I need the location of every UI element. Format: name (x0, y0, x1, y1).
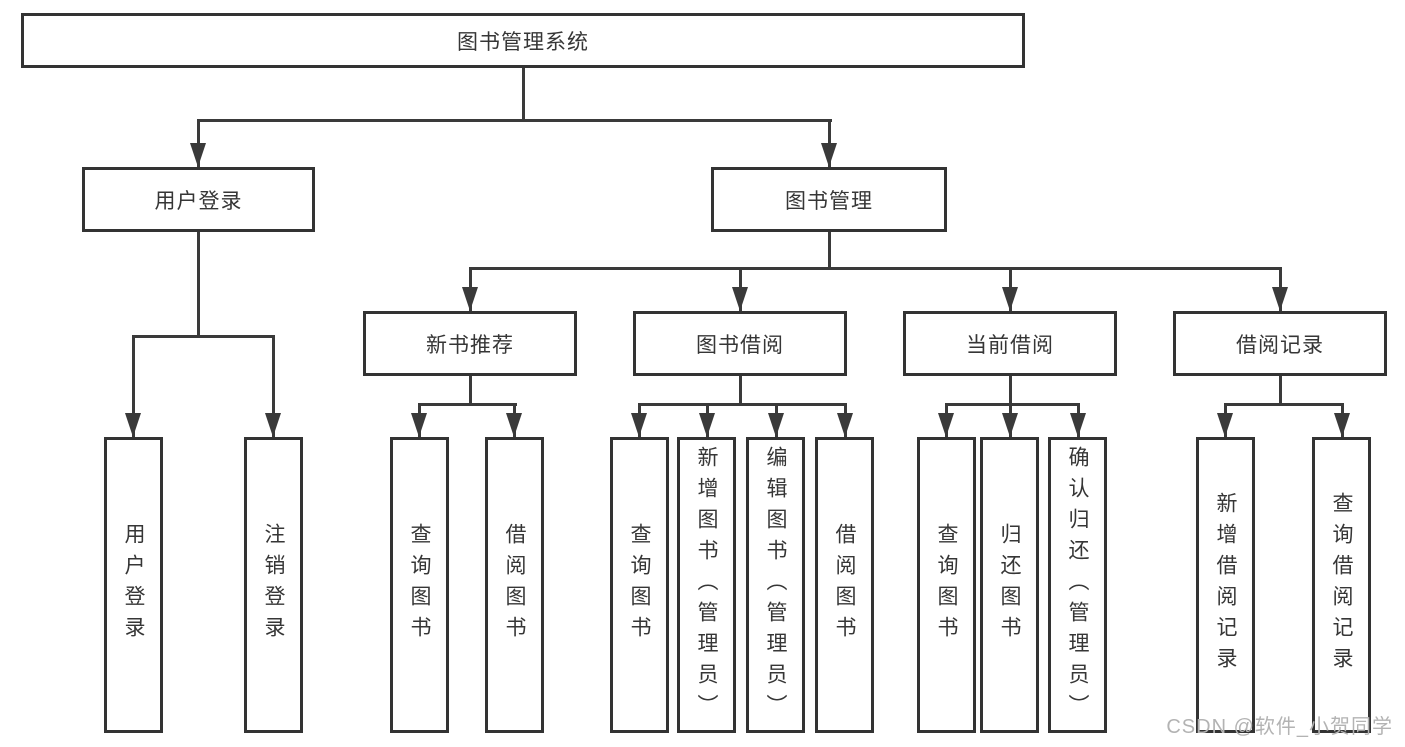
leaf-cb-query-books-label: 查询图书 (935, 523, 958, 647)
leaf-bb-borrow-books: 借阅图书 (815, 437, 874, 733)
leaf-nb-query-books-label: 查询图书 (408, 523, 431, 647)
leaf-user-login: 用户登录 (104, 437, 163, 733)
leaf-logout: 注销登录 (244, 437, 303, 733)
node-book-borrowing-label: 图书借阅 (696, 333, 784, 357)
node-root: 图书管理系统 (21, 13, 1025, 68)
connector-current-borrowing-rail (944, 402, 1080, 406)
arrow-to-bb-edit-books (768, 413, 784, 437)
connector-root-stem (521, 68, 525, 120)
arrow-to-bb-query-books (631, 413, 647, 437)
node-user-login-label: 用户登录 (154, 189, 243, 213)
connector-user-login-stem (196, 232, 200, 336)
node-root-label: 图书管理系统 (457, 30, 589, 54)
connector-borrowing-records-stem (1278, 376, 1282, 404)
leaf-cb-query-books: 查询图书 (917, 437, 976, 733)
leaf-user-login-label: 用户登录 (122, 523, 145, 647)
arrow-to-br-add-record (1217, 413, 1233, 437)
leaf-bb-edit-books-admin: 编辑图书（管理员） (746, 437, 805, 733)
connector-borrowing-records-rail (1223, 402, 1344, 406)
arrow-to-nb-query-books (411, 413, 427, 437)
connector-book-management-stem (827, 232, 831, 268)
leaf-br-add-record-label: 新增借阅记录 (1214, 492, 1237, 678)
node-book-management-label: 图书管理 (785, 189, 873, 213)
arrow-to-nb-borrow-books (506, 413, 522, 437)
arrow-to-user-login (190, 143, 206, 167)
arrow-to-bb-borrow-books (837, 413, 853, 437)
leaf-logout-label: 注销登录 (262, 523, 285, 647)
arrow-to-cb-return-books (1002, 413, 1018, 437)
arrow-to-leaf-logout (265, 413, 281, 437)
leaf-bb-add-books-admin-label: 新增图书（管理员） (695, 445, 718, 725)
leaf-bb-query-books: 查询图书 (610, 437, 669, 733)
arrow-to-leaf-user-login (125, 413, 141, 437)
leaf-nb-borrow-books: 借阅图书 (485, 437, 544, 733)
arrow-to-cb-query-books (938, 413, 954, 437)
leaf-br-query-record: 查询借阅记录 (1312, 437, 1371, 733)
arrow-to-current-borrowing (1002, 287, 1018, 311)
node-new-book-recommend-label: 新书推荐 (426, 333, 514, 357)
connector-book-borrowing-rail (637, 402, 847, 406)
leaf-br-add-record: 新增借阅记录 (1196, 437, 1255, 733)
watermark: CSDN @软件_小贺同学 (1166, 716, 1393, 738)
node-new-book-recommend: 新书推荐 (363, 311, 577, 376)
leaf-br-query-record-label: 查询借阅记录 (1330, 492, 1353, 678)
node-current-borrowing: 当前借阅 (903, 311, 1117, 376)
node-book-borrowing: 图书借阅 (633, 311, 847, 376)
node-user-login: 用户登录 (82, 167, 315, 232)
node-current-borrowing-label: 当前借阅 (966, 333, 1054, 357)
leaf-bb-borrow-books-label: 借阅图书 (833, 523, 856, 647)
connector-root-rail (196, 118, 832, 122)
arrow-to-new-book-recommend (462, 287, 478, 311)
arrow-to-bb-add-books (699, 413, 715, 437)
arrow-to-br-query-record (1334, 413, 1350, 437)
leaf-bb-add-books-admin: 新增图书（管理员） (677, 437, 736, 733)
connector-new-book-recommend-rail (417, 402, 517, 406)
node-borrowing-records: 借阅记录 (1173, 311, 1387, 376)
node-borrowing-records-label: 借阅记录 (1236, 333, 1324, 357)
arrow-to-borrowing-records (1272, 287, 1288, 311)
leaf-bb-query-books-label: 查询图书 (628, 523, 651, 647)
node-book-management: 图书管理 (711, 167, 947, 232)
connector-drop-leaf-logout (271, 336, 275, 437)
leaf-bb-edit-books-admin-label: 编辑图书（管理员） (764, 445, 787, 725)
leaf-cb-confirm-return-admin-label: 确认归还（管理员） (1066, 445, 1089, 725)
arrow-to-book-borrowing (732, 287, 748, 311)
connector-drop-leaf-user-login (131, 336, 135, 437)
arrow-to-cb-confirm-return (1070, 413, 1086, 437)
leaf-nb-query-books: 查询图书 (390, 437, 449, 733)
connector-book-management-rail (468, 266, 1282, 270)
connector-new-book-recommend-stem (468, 376, 472, 404)
leaf-cb-confirm-return-admin: 确认归还（管理员） (1048, 437, 1107, 733)
connector-user-login-rail (131, 334, 275, 338)
leaf-nb-borrow-books-label: 借阅图书 (503, 523, 526, 647)
leaf-cb-return-books: 归还图书 (980, 437, 1039, 733)
connector-current-borrowing-stem (1008, 376, 1012, 404)
arrow-to-book-management (821, 143, 837, 167)
connector-book-borrowing-stem (738, 376, 742, 404)
leaf-cb-return-books-label: 归还图书 (998, 523, 1021, 647)
